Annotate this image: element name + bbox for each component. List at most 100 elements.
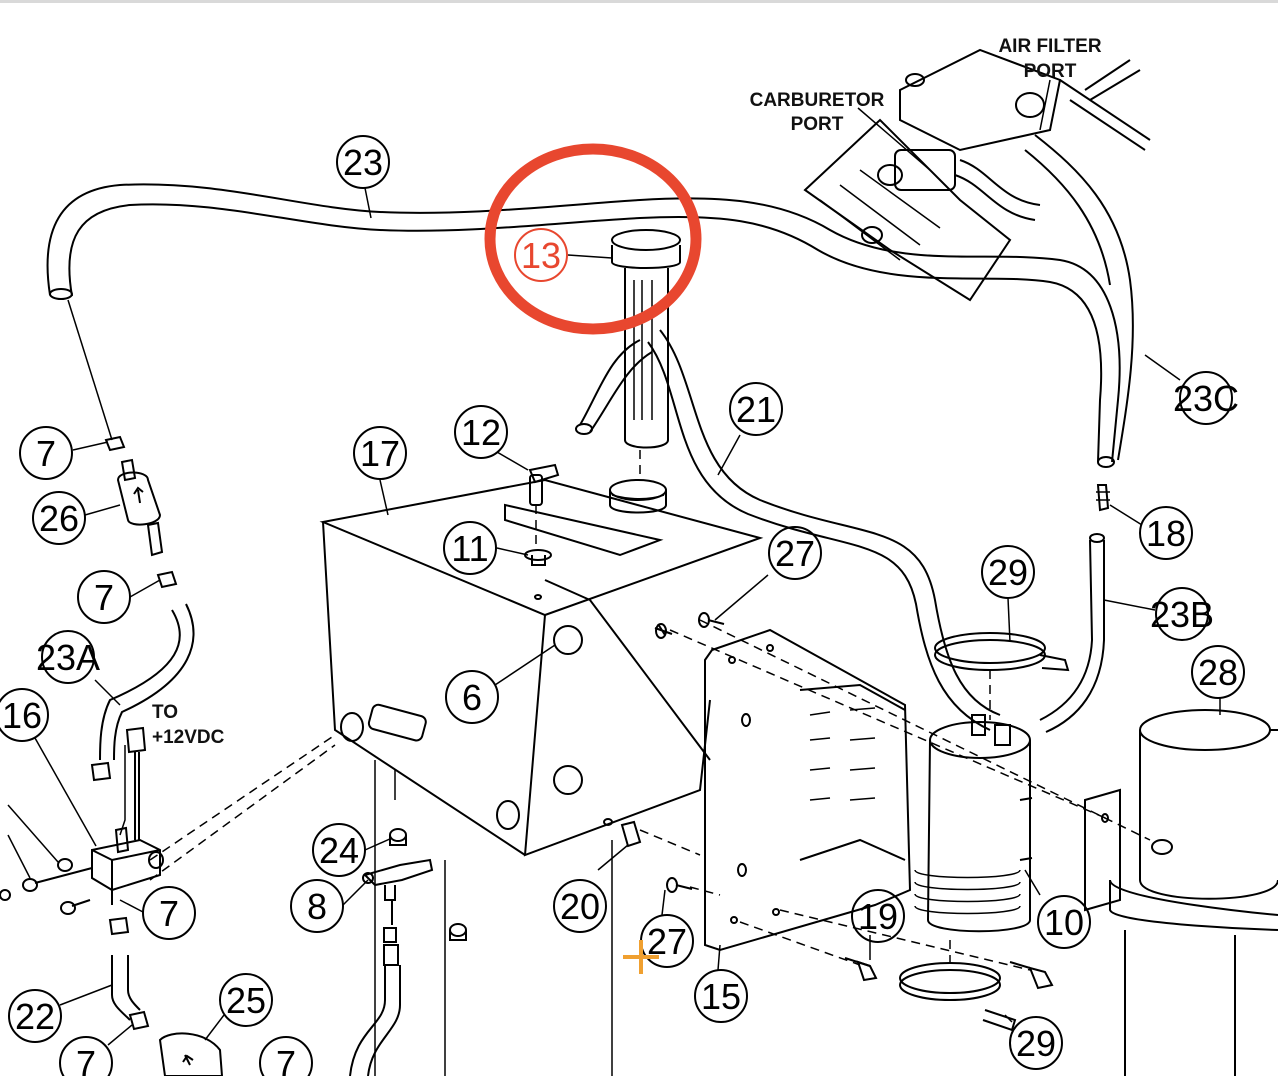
hose-breather <box>575 339 653 435</box>
canister-10 <box>914 714 1033 933</box>
clip-20 <box>620 820 642 848</box>
callout-28: 28 <box>1191 645 1245 699</box>
label-air-filter-port: AIR FILTER PORT <box>998 36 1101 82</box>
callout-7-e: 7 <box>259 1036 313 1076</box>
svg-text:8: 8 <box>307 886 327 927</box>
clamp-29 <box>899 632 1070 1032</box>
callout-10: 10 <box>1037 895 1091 949</box>
svg-text:TO: TO <box>152 702 178 723</box>
cursor-marker <box>623 940 659 974</box>
highlight-ring <box>484 143 702 335</box>
svg-text:7: 7 <box>36 433 56 474</box>
hardware-left <box>0 858 224 1076</box>
callout-17: 17 <box>353 426 407 480</box>
svg-text:29: 29 <box>1016 1023 1056 1064</box>
svg-text:20: 20 <box>560 886 600 927</box>
callout-24: 24 <box>312 823 366 877</box>
callout-15: 15 <box>694 969 748 1023</box>
svg-text:17: 17 <box>360 433 400 474</box>
svg-text:+12VDC: +12VDC <box>152 727 225 748</box>
air-filter-28 <box>1084 709 1278 1076</box>
carburetor-assembly <box>803 48 1151 302</box>
hose-22 <box>111 955 141 1021</box>
callout-23B: 23B <box>1150 587 1214 641</box>
svg-text:23A: 23A <box>36 637 100 678</box>
svg-text:CARBURETOR: CARBURETOR <box>750 90 885 111</box>
callout-22: 22 <box>8 989 62 1043</box>
bracket-15 <box>149 619 1151 971</box>
fitting-18 <box>1096 484 1110 512</box>
callout-18: 18 <box>1139 506 1193 560</box>
svg-text:22: 22 <box>15 996 55 1037</box>
svg-text:23: 23 <box>343 142 383 183</box>
svg-text:7: 7 <box>276 1043 296 1076</box>
svg-text:15: 15 <box>701 976 741 1017</box>
callout-21: 21 <box>729 382 783 436</box>
label-carburetor-port: CARBURETOR PORT <box>750 90 885 135</box>
svg-text:11: 11 <box>451 528 488 569</box>
hose-23A <box>99 603 195 761</box>
fitting-8 <box>362 828 467 966</box>
svg-text:10: 10 <box>1044 902 1084 943</box>
svg-text:27: 27 <box>775 533 815 574</box>
svg-text:18: 18 <box>1146 513 1186 554</box>
callout-16: 16 <box>0 688 49 742</box>
callout-7-c: 7 <box>142 886 196 940</box>
svg-text:26: 26 <box>39 498 79 539</box>
callout-25: 25 <box>219 973 273 1027</box>
leader-lines <box>7 187 1221 1046</box>
fuel-tank <box>319 478 764 1076</box>
hose-21 <box>647 329 1001 731</box>
label-power-source: TO +12VDC <box>152 702 225 748</box>
callout-8: 8 <box>290 879 344 933</box>
svg-text:23C: 23C <box>1173 378 1239 419</box>
callout-23A: 23A <box>36 630 100 684</box>
svg-text:29: 29 <box>988 552 1028 593</box>
svg-text:AIR FILTER: AIR FILTER <box>998 36 1101 57</box>
callout-27-a: 27 <box>768 526 822 580</box>
svg-text:7: 7 <box>94 577 114 618</box>
callout-7-a: 7 <box>19 426 73 480</box>
svg-text:19: 19 <box>858 896 898 937</box>
callout-23: 23 <box>336 135 390 189</box>
callout-11: 11 <box>443 521 497 575</box>
top-border <box>0 0 1278 3</box>
callout-12: 12 <box>454 405 508 459</box>
svg-text:6: 6 <box>462 677 482 718</box>
svg-text:13: 13 <box>521 235 561 276</box>
svg-text:16: 16 <box>2 695 42 736</box>
svg-text:23B: 23B <box>1150 594 1214 635</box>
svg-text:24: 24 <box>319 830 359 871</box>
fuel-cap-13 <box>609 229 681 514</box>
callout-23C: 23C <box>1173 371 1239 425</box>
callout-26: 26 <box>32 491 86 545</box>
svg-text:7: 7 <box>76 1043 96 1076</box>
callout-29-a: 29 <box>981 545 1035 599</box>
bolt-27 <box>654 612 725 893</box>
callout-6: 6 <box>445 670 499 724</box>
callout-7-d: 7 <box>59 1036 113 1076</box>
svg-text:25: 25 <box>226 980 266 1021</box>
hose-23C <box>1024 134 1134 461</box>
callout-19: 19 <box>851 889 905 943</box>
fuel-pump-16 <box>90 726 164 936</box>
callout-7-b: 7 <box>77 570 131 624</box>
callout-13-highlighted: 13 <box>514 228 568 282</box>
svg-text:PORT: PORT <box>1024 61 1077 82</box>
svg-text:21: 21 <box>736 389 776 430</box>
bolt-19 <box>844 957 1054 990</box>
svg-text:12: 12 <box>461 412 501 453</box>
callout-20: 20 <box>553 879 607 933</box>
hose-23B <box>1039 533 1105 733</box>
svg-text:PORT: PORT <box>791 114 844 135</box>
fuel-filter-26 <box>67 299 178 589</box>
hose-lower <box>349 965 401 1076</box>
hose-23 <box>46 183 1121 468</box>
callout-29-b: 29 <box>1009 1016 1063 1070</box>
fitting-12 <box>524 463 560 566</box>
callout-27-b: 27 <box>640 914 694 968</box>
svg-text:28: 28 <box>1198 652 1238 693</box>
svg-text:7: 7 <box>159 893 179 934</box>
